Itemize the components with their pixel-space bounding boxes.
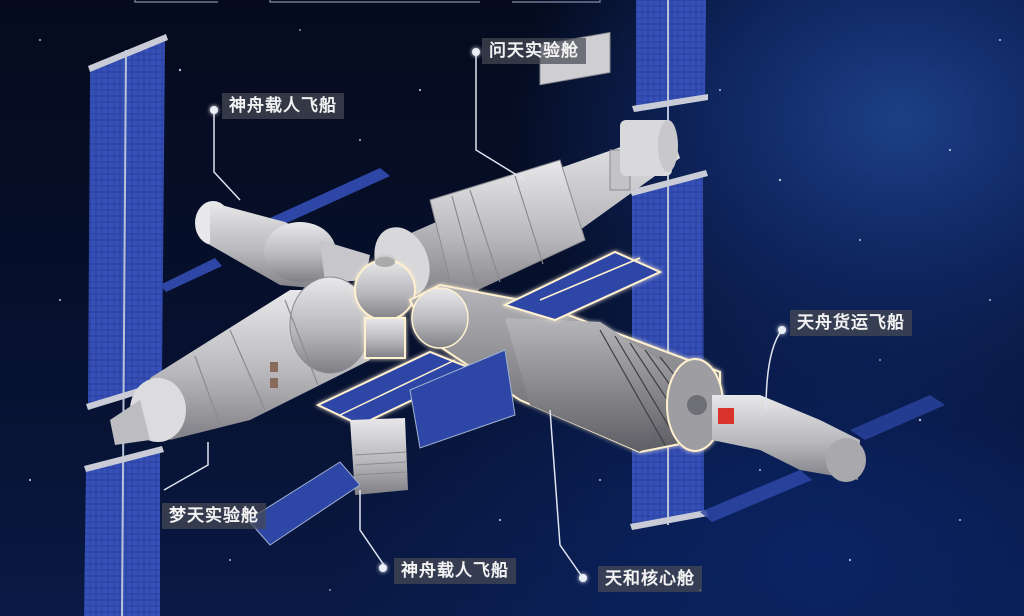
label-shenzhou-crew-spacecraft-bottom: 神舟载人飞船 (394, 558, 516, 584)
tianzhou-cargo-spacecraft (700, 395, 945, 522)
left-solar-array (84, 34, 168, 616)
label-tianzhou-cargo-spacecraft: 天舟货运飞船 (790, 310, 912, 336)
leader-lines (163, 52, 783, 579)
mengtian-module (110, 276, 371, 445)
core-node (354, 257, 416, 359)
label-tianhe-core-module: 天和核心舱 (598, 566, 702, 592)
shenzhou-bottom-spacecraft (247, 418, 408, 546)
china-flag-patch (718, 408, 734, 424)
shenzhou-top-leader-dot (210, 106, 218, 114)
shenzhou-bottom-leader-dot (379, 564, 387, 572)
node-lower-solar-panel (409, 349, 516, 449)
label-shenzhou-crew-spacecraft-top: 神舟载人飞船 (222, 93, 344, 119)
top-frame-decor (134, 0, 601, 3)
tianzhou-leader-dot (778, 326, 786, 334)
shenzhou-top-solar-wings (160, 168, 390, 292)
wentian-leader-dot (472, 48, 480, 56)
label-mengtian-lab-module: 梦天实验舱 (162, 503, 266, 529)
shenzhou-top-spacecraft (195, 201, 370, 290)
tianhe-leader-dot (579, 574, 587, 582)
tianhe-core-module (408, 283, 724, 454)
label-wentian-lab-module: 问天实验舱 (482, 38, 586, 64)
